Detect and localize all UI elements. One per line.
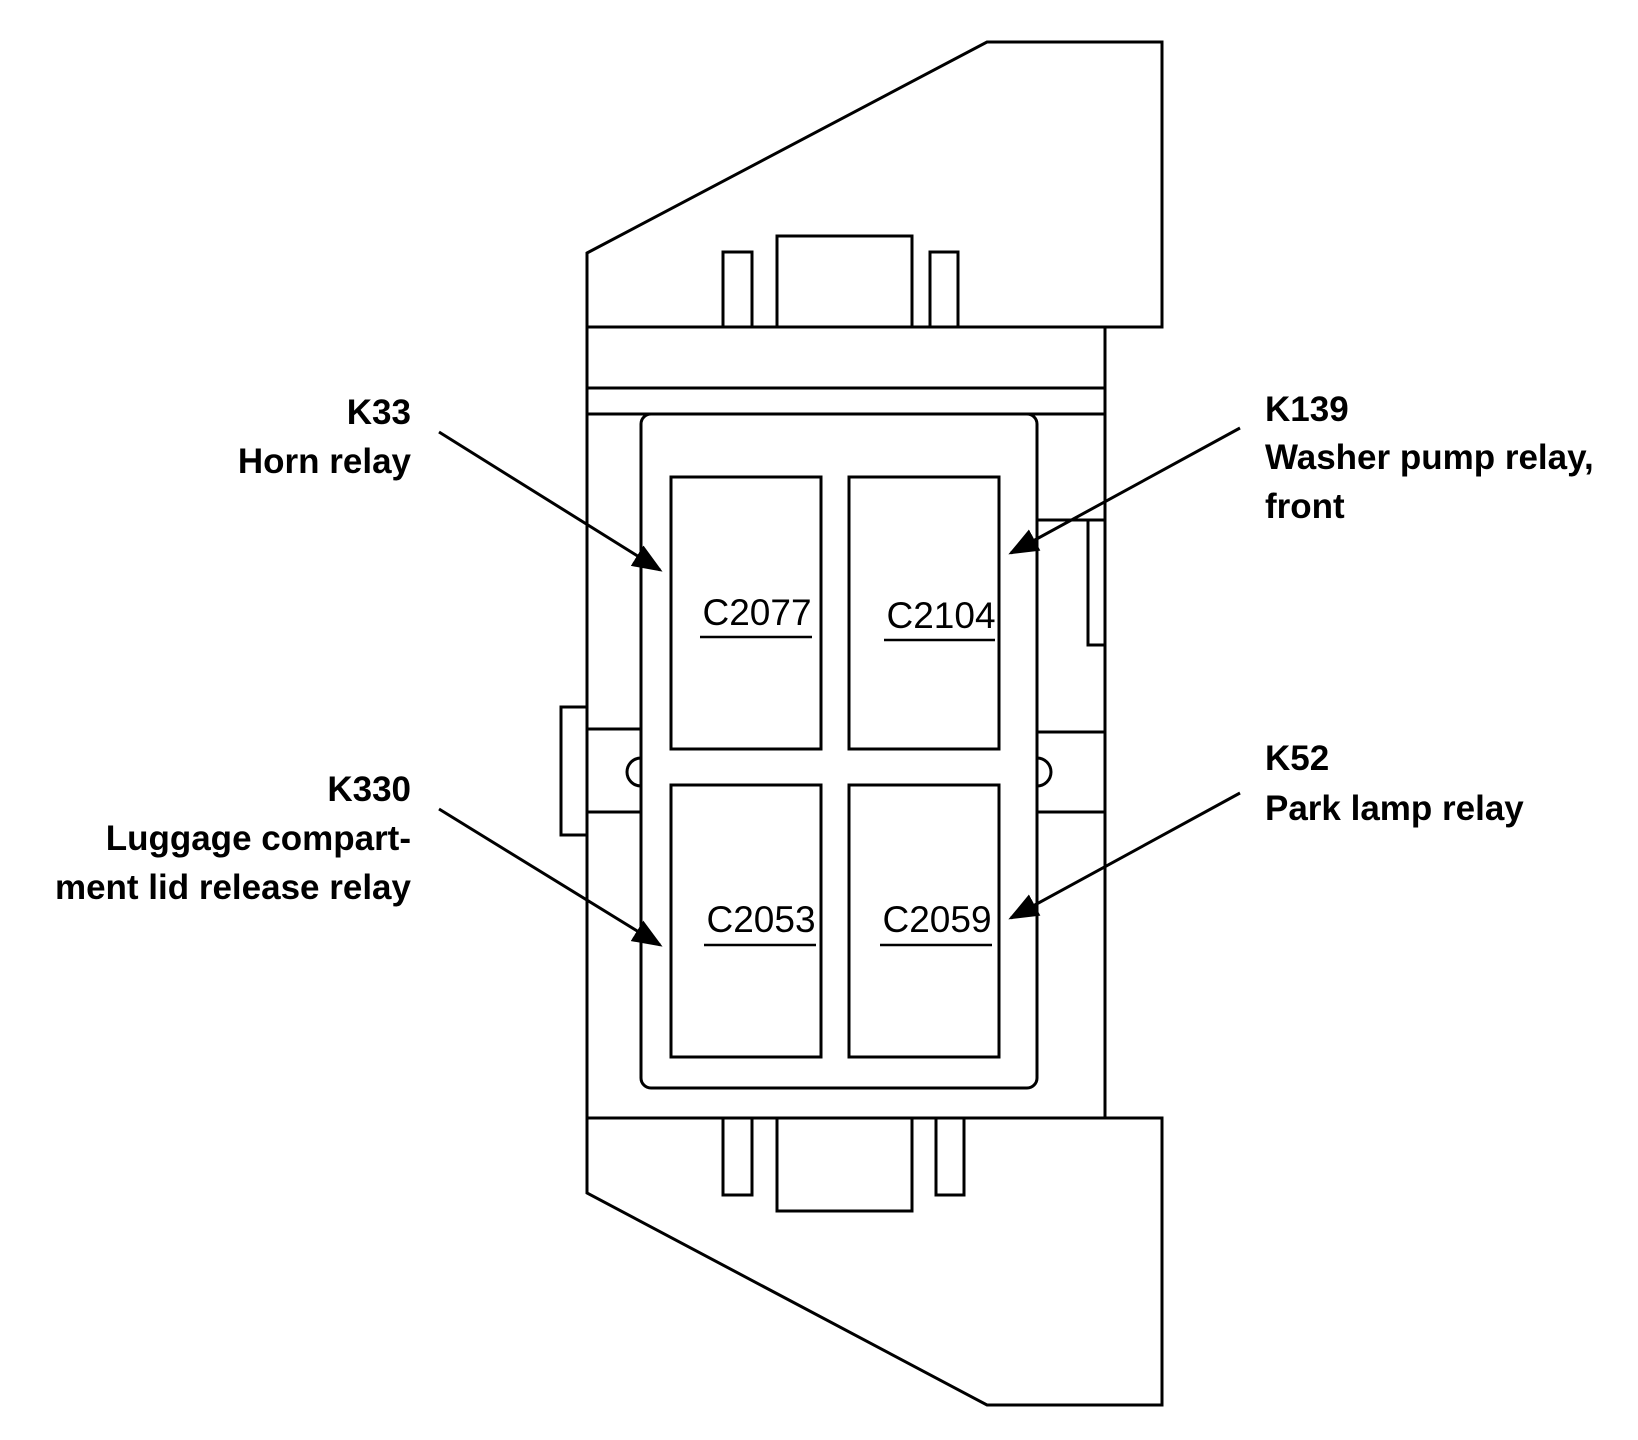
relay-top-left: C2077 [669, 475, 823, 751]
callout-k139-desc-line1: Washer pump relay, [1265, 438, 1594, 477]
callout-k139-desc-line2: front [1265, 487, 1345, 526]
callout-k330-desc-line2: ment lid release relay [55, 868, 412, 907]
callout-k139: K139 Washer pump relay, front [1265, 390, 1594, 526]
callout-k52-desc: Park lamp relay [1265, 789, 1524, 828]
bottom-connector-tab-left [721, 1116, 754, 1197]
bottom-connector-center [775, 1116, 914, 1213]
top-connector-tab-left [721, 250, 754, 329]
callout-k33-id: K33 [347, 393, 411, 432]
top-connector-tab-right [928, 250, 960, 329]
relay-label-c2077: C2077 [702, 592, 811, 633]
arrow-k33 [438, 430, 663, 572]
left-side-clip [559, 705, 589, 837]
relay-top-right: C2104 [847, 475, 1001, 751]
callout-k52: K52 Park lamp relay [1265, 739, 1524, 828]
relay-bottom-left: C2053 [669, 783, 823, 1059]
arrow-k330 [438, 807, 663, 947]
callout-k330-desc-line1: Luggage compart- [106, 819, 411, 858]
relay-label-c2059: C2059 [882, 899, 991, 940]
callout-k330-id: K330 [327, 770, 411, 809]
bottom-connector-tab-right [934, 1116, 966, 1197]
callout-k52-id: K52 [1265, 739, 1329, 778]
relay-label-c2104: C2104 [886, 595, 995, 636]
arrow-k139 [1008, 426, 1241, 555]
relay-bottom-right: C2059 [847, 783, 1001, 1059]
callout-k330: K330 Luggage compart- ment lid release r… [55, 770, 412, 907]
callout-k33-desc: Horn relay [238, 442, 412, 481]
relay-label-c2053: C2053 [706, 899, 815, 940]
arrow-k52 [1008, 791, 1241, 920]
right-side-step [1086, 518, 1105, 647]
callout-k139-id: K139 [1265, 390, 1349, 429]
top-connector-center [775, 234, 914, 329]
callout-k33: K33 Horn relay [238, 393, 412, 481]
